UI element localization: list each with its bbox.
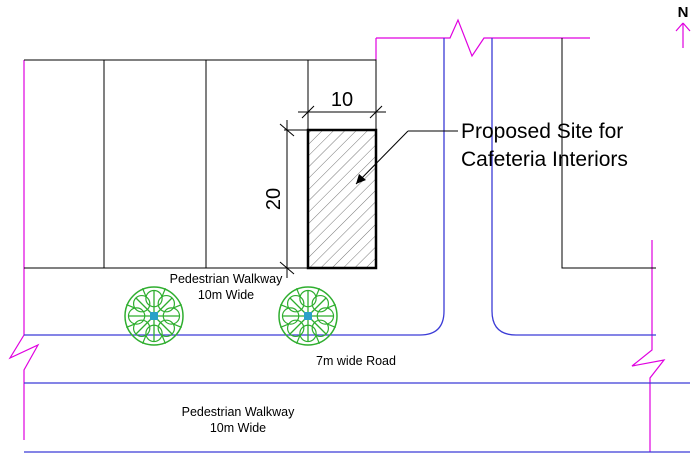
width-label: 10 [331,89,353,111]
length-label: 20 [263,188,285,210]
callout-leader [355,130,458,185]
bottom-walkway-label-line-1: Pedestrian Walkway [182,405,296,419]
plot-boundary [8,18,666,452]
tree-icon [124,286,184,346]
callout-line-1: Proposed Site for [461,120,623,143]
road-edges [24,38,690,453]
width-dimension [298,105,386,130]
bottom-walkway-label-line-2: 10m Wide [210,421,266,435]
road-label: 7m wide Road [316,354,396,368]
north-label: N [678,4,689,21]
top-walkway-label-line-1: Pedestrian Walkway [170,272,284,286]
callout-arrowhead [356,174,366,184]
proposed-site [306,128,378,270]
callout-line-2: Cafeteria Interiors [461,148,628,171]
tree-icon [278,286,338,346]
top-walkway-label-line-2: 10m Wide [198,288,254,302]
north-arrow-icon [675,22,691,48]
length-dimension [279,120,308,278]
